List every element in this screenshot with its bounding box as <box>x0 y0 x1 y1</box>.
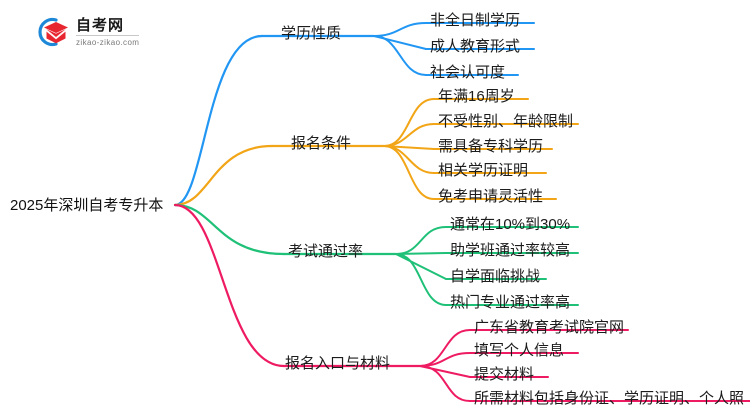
logo-cap-notch-shape <box>46 29 66 40</box>
leaf-label-1-1[interactable]: 非全日制学历 <box>430 12 521 29</box>
branch-1-link-1 <box>373 22 427 37</box>
branch-3-link-2 <box>395 252 447 255</box>
branch-label-3[interactable]: 考试通过率 <box>288 243 364 260</box>
branch-1-link-3 <box>373 35 427 76</box>
leaf-label-2-1[interactable]: 年满16周岁 <box>438 88 515 105</box>
leaf-label-3-2[interactable]: 助学班通过率较高 <box>450 242 571 259</box>
logo-cap-body-shape <box>46 29 66 44</box>
branch-4-link-2 <box>419 352 471 367</box>
leaf-label-3-4[interactable]: 热门专业通过率高 <box>450 294 571 311</box>
root-node-label[interactable]: 2025年深圳自考专升本 <box>10 197 164 214</box>
leaf-label-2-2[interactable]: 不受性别、年龄限制 <box>438 113 574 130</box>
branch-label-4[interactable]: 报名入口与材料 <box>285 355 391 372</box>
logo-domain: zikao-zikao.com <box>76 37 140 47</box>
branch-1-stem <box>173 34 264 207</box>
branch-2-link-5 <box>383 145 435 200</box>
branch-group-4 <box>173 203 750 402</box>
leaf-label-2-5[interactable]: 免考申请灵活性 <box>438 188 544 205</box>
branch-label-1[interactable]: 学历性质 <box>281 25 342 42</box>
branch-group-3 <box>173 203 579 306</box>
branch-3-link-1 <box>395 226 447 255</box>
logo-mark-svg <box>38 17 68 47</box>
leaf-label-4-2[interactable]: 填写个人信息 <box>474 342 565 359</box>
leaf-label-4-4[interactable]: 所需材料包括身份证、学历证明、个人照 <box>474 390 745 407</box>
graduation-cap-icon <box>30 15 70 49</box>
branch-2-link-4 <box>383 145 435 174</box>
branch-2-stem <box>173 144 274 207</box>
logo-arc-shape <box>38 17 58 47</box>
site-logo[interactable]: 自考网 zikao-zikao.com <box>30 12 180 52</box>
logo-text-block: 自考网 zikao-zikao.com <box>76 18 140 47</box>
leaf-label-4-3[interactable]: 提交材料 <box>474 366 535 383</box>
leaf-label-1-2[interactable]: 成人教育形式 <box>430 38 521 55</box>
branch-2-link-1 <box>383 98 435 147</box>
leaf-label-1-3[interactable]: 社会认可度 <box>430 64 506 81</box>
branch-3-stem <box>173 203 286 256</box>
branch-group-2 <box>173 98 579 207</box>
branch-group-1 <box>173 22 535 207</box>
branch-3-link-4 <box>395 253 447 306</box>
logo-title: 自考网 <box>76 18 140 36</box>
branch-4-stem <box>173 203 286 368</box>
leaf-label-3-3[interactable]: 自学面临挑战 <box>450 268 541 285</box>
branch-4-link-4 <box>419 365 471 402</box>
branch-label-2[interactable]: 报名条件 <box>291 135 352 152</box>
branch-3-link-3 <box>395 253 447 280</box>
logo-cap-top-shape <box>44 22 68 33</box>
branch-2-link-2 <box>383 123 435 147</box>
leaf-label-2-4[interactable]: 相关学历证明 <box>438 162 529 179</box>
leaf-label-2-3[interactable]: 需具备专科学历 <box>438 138 544 155</box>
leaf-label-4-1[interactable]: 广东省教育考试院官网 <box>474 319 625 336</box>
leaf-label-3-1[interactable]: 通常在10%到30% <box>450 216 571 233</box>
